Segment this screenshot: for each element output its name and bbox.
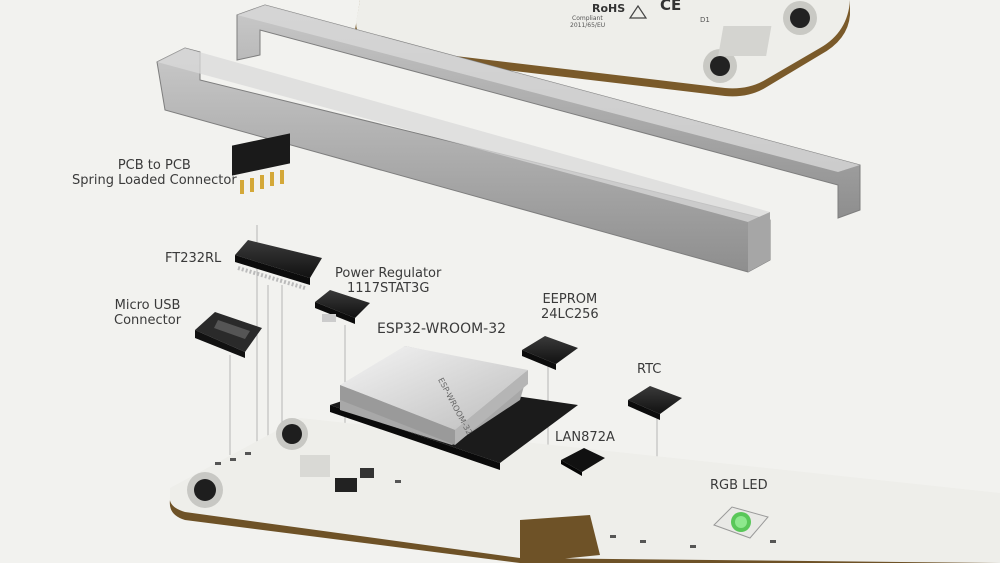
- esp32-module: ESP-WROOM-32: [330, 346, 578, 470]
- label-power-regulator: Power Regulator 1117STAT3G: [335, 266, 442, 296]
- svg-text:D1: D1: [700, 16, 710, 24]
- micro-usb-connector: [195, 312, 262, 358]
- rear-spacer-bar: [236, 4, 861, 219]
- front-spacer-bar: [156, 47, 771, 273]
- label-ft232rl: FT232RL: [165, 251, 222, 266]
- rohs-text: RoHS: [592, 2, 625, 15]
- label-rtc: RTC: [637, 362, 662, 377]
- top-pcb-board: RoHS Compliant 2011/65/EU CE D1: [355, 0, 850, 97]
- rgb-led: [713, 506, 769, 539]
- label-pcb-connector: PCB to PCB Spring Loaded Connector: [72, 158, 237, 188]
- spring-connector: [232, 133, 290, 194]
- ft232rl-chip: [235, 240, 322, 290]
- label-lan: LAN872A: [555, 430, 615, 445]
- rtc-chip: [628, 386, 682, 420]
- lan-chip: [561, 448, 605, 476]
- main-pcb-board: [169, 418, 1000, 563]
- label-rgb-led: RGB LED: [710, 478, 768, 493]
- label-eeprom: EEPROM 24LC256: [541, 292, 599, 322]
- svg-text:2011/65/EU: 2011/65/EU: [570, 22, 605, 29]
- label-micro-usb: Micro USB Connector: [114, 298, 182, 328]
- eeprom-chip: [522, 336, 578, 370]
- label-esp32: ESP32-WROOM-32: [377, 321, 507, 337]
- svg-text:Compliant: Compliant: [572, 15, 603, 22]
- power-regulator-chip: [315, 290, 370, 324]
- ce-mark: CE: [660, 0, 681, 14]
